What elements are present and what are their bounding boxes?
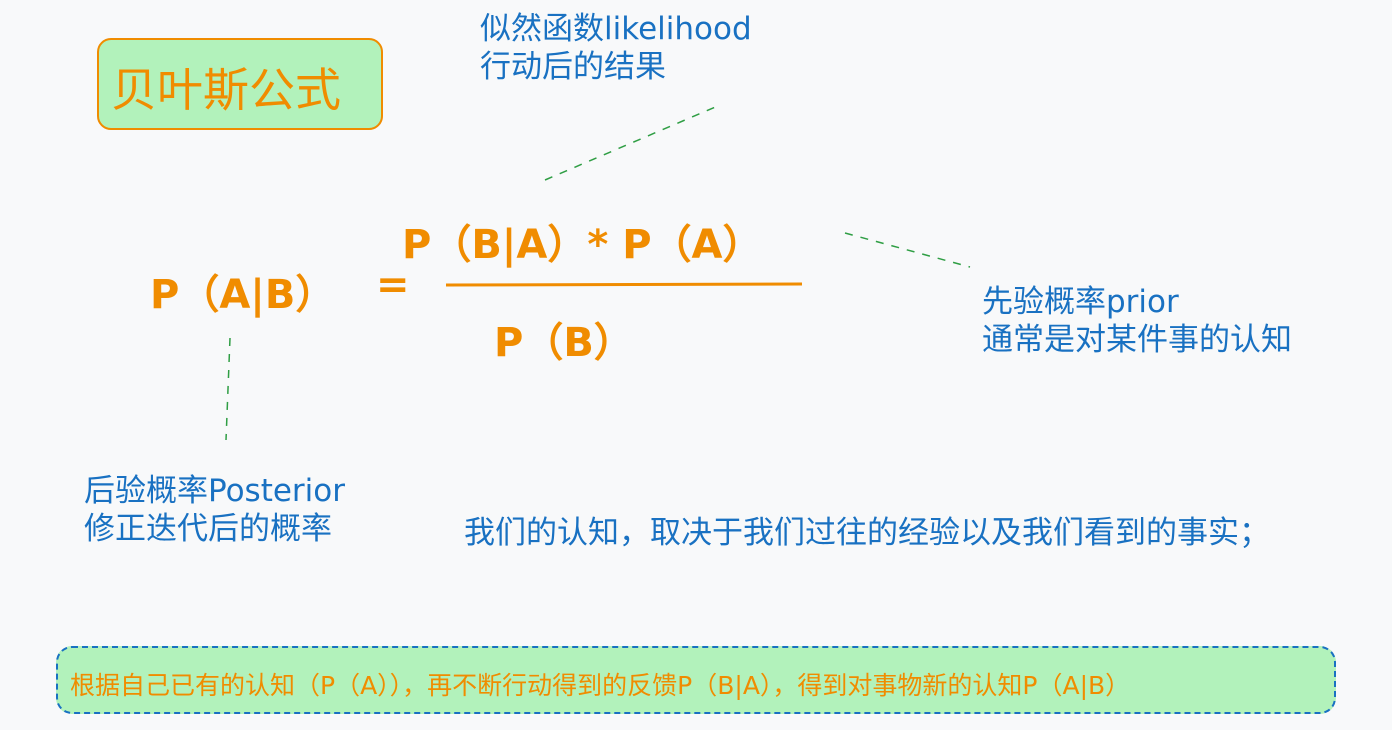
summary-box: 根据自己已有的认知（P（A）），再不断行动得到的反馈P（B|A），得到对事物新的… bbox=[56, 646, 1336, 714]
formula-numerator: P（B|A）* P（A） bbox=[402, 222, 763, 268]
insight-text: 我们的认知，取决于我们过往的经验以及我们看到的事实； bbox=[464, 515, 1270, 551]
prior-connector bbox=[844, 232, 971, 268]
posterior-desc: 修正迭代后的概率 bbox=[84, 511, 332, 547]
formula-denominator: P（B） bbox=[494, 320, 634, 366]
formula-lhs: P（A|B） bbox=[150, 272, 336, 318]
prior-label: 先验概率prior 通常是对某件事的认知 bbox=[982, 283, 1292, 359]
likelihood-desc: 行动后的结果 bbox=[480, 49, 666, 85]
prior-desc: 通常是对某件事的认知 bbox=[982, 322, 1292, 358]
posterior-connector bbox=[225, 337, 231, 441]
title-box: 贝叶斯公式 bbox=[97, 38, 383, 130]
summary-text: 根据自己已有的认知（P（A）），再不断行动得到的反馈P（B|A），得到对事物新的… bbox=[70, 671, 1131, 700]
likelihood-connector bbox=[544, 104, 721, 181]
posterior-label: 后验概率Posterior 修正迭代后的概率 bbox=[84, 472, 345, 548]
likelihood-label: 似然函数likelihood 行动后的结果 bbox=[480, 10, 752, 86]
title: 贝叶斯公式 bbox=[111, 63, 341, 117]
likelihood-title: 似然函数likelihood bbox=[480, 11, 752, 47]
formula-equals: = bbox=[376, 262, 410, 308]
posterior-title: 后验概率Posterior bbox=[84, 473, 346, 509]
prior-title: 先验概率prior bbox=[982, 284, 1179, 320]
fraction-bar bbox=[445, 282, 803, 287]
